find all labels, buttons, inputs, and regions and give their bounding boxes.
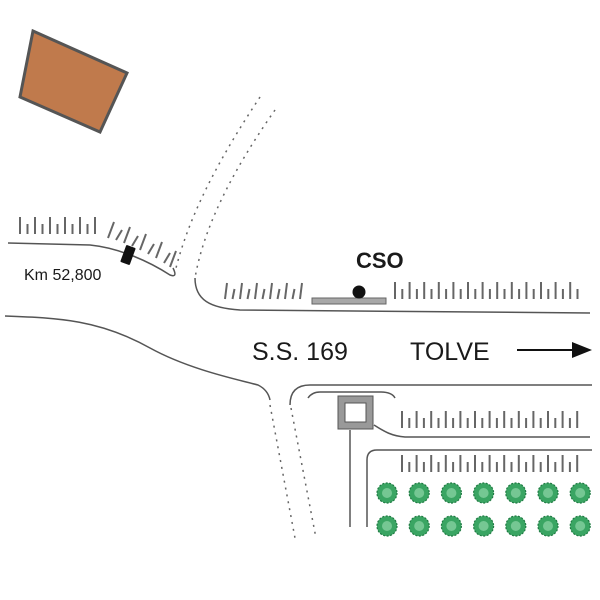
- embankment-hatch: [291, 288, 296, 300]
- km-marker-label: Km 52,800: [24, 267, 102, 284]
- embankment-hatch: [246, 288, 251, 300]
- road-edge-southwest: [4, 315, 271, 401]
- embankment-hatch: [147, 243, 155, 255]
- embankment-hatch: [284, 282, 288, 300]
- south-track-left: [269, 404, 296, 539]
- tree-icon: [376, 482, 398, 504]
- road-edge-northwest: [7, 242, 176, 277]
- embankment-hatch: [155, 241, 163, 259]
- embankment-hatch: [254, 282, 258, 300]
- km-marker-icon: [120, 245, 136, 265]
- south-track-right: [290, 407, 317, 539]
- embankment-hatch: [123, 226, 131, 244]
- station-dot-icon: [352, 285, 366, 299]
- road-edge-southeast: [289, 384, 592, 406]
- tree-icon: [505, 515, 527, 537]
- tree-icon: [376, 515, 398, 537]
- station-platform: [311, 297, 387, 305]
- embankment-hatch: [115, 229, 123, 241]
- tree-icon: [569, 482, 591, 504]
- tree-icon: [473, 482, 495, 504]
- station-label: CSO: [356, 248, 404, 273]
- embankment-hatch: [224, 282, 228, 300]
- embankment-hatch: [276, 288, 281, 300]
- embankment-hatch: [231, 288, 236, 300]
- tree-icon: [408, 482, 430, 504]
- tree-icon: [473, 515, 495, 537]
- tree-icon: [440, 515, 462, 537]
- parking-edge: [366, 449, 592, 527]
- road-label: S.S. 169: [252, 338, 348, 366]
- embankment-hatch: [269, 282, 273, 300]
- north-track-right: [194, 109, 276, 279]
- tree-icon: [537, 482, 559, 504]
- equipment-box-inner: [344, 402, 367, 423]
- embankment-hatch: [239, 282, 243, 300]
- embankment-hatch: [163, 252, 171, 264]
- tree-icon: [440, 482, 462, 504]
- embankment-hatch: [169, 250, 177, 268]
- north-track-left: [174, 96, 261, 273]
- service-road-lower: [373, 424, 590, 438]
- arrow-right-icon: [517, 342, 592, 358]
- embankment-hatch: [261, 288, 266, 300]
- embankment-hatch: [107, 221, 115, 239]
- tree-icon: [505, 482, 527, 504]
- service-road-top: [307, 391, 396, 399]
- road-edge-northeast: [194, 277, 591, 314]
- tree-icon: [537, 515, 559, 537]
- embankment-hatch: [139, 233, 147, 251]
- embankment-hatch: [299, 282, 303, 300]
- direction-label: TOLVE: [410, 338, 490, 366]
- embankment-hatch: [131, 235, 139, 247]
- tree-icon: [569, 515, 591, 537]
- building: [18, 28, 129, 134]
- tree-icon: [408, 515, 430, 537]
